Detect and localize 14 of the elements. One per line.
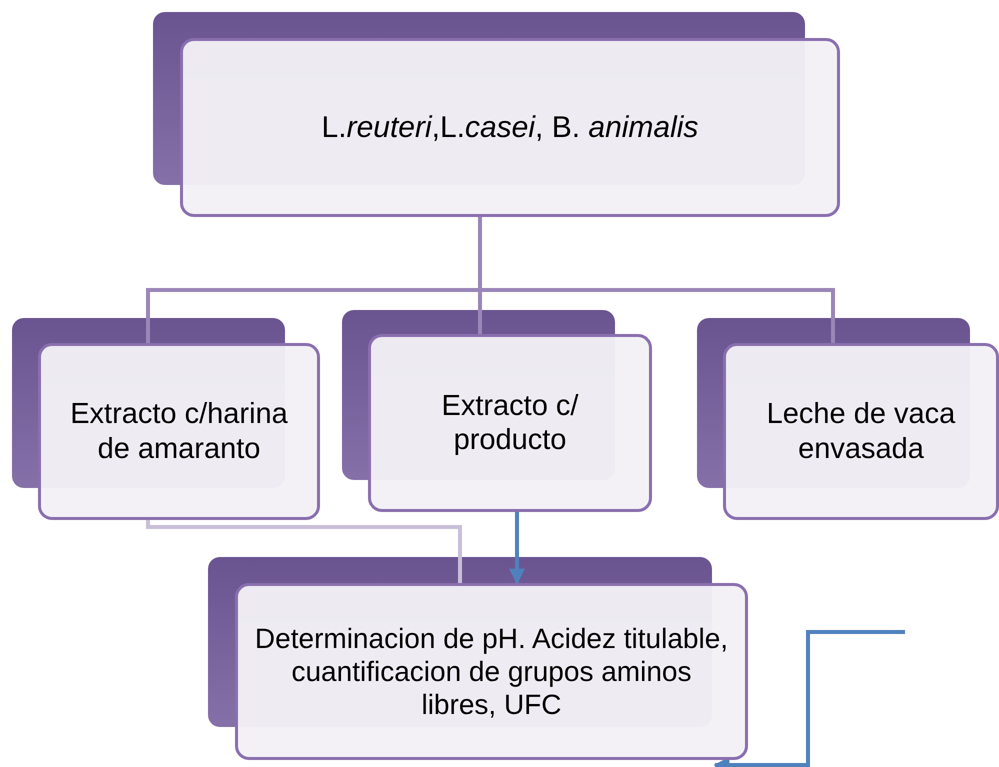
- box-label: L.reuteri,L.casei, B. animalis: [322, 110, 698, 146]
- arrow: [509, 512, 525, 585]
- process-box: [368, 334, 652, 512]
- connector-line: [478, 217, 835, 343]
- box-label: Leche de vaca envasada: [766, 397, 956, 466]
- box-label: Extracto c/ producto: [440, 388, 580, 458]
- process-box: [38, 343, 320, 520]
- arrow: [713, 630, 905, 767]
- connector-line: [146, 520, 462, 583]
- process-box: [723, 343, 999, 520]
- box-label: Extracto c/harina de amaranto: [69, 397, 289, 466]
- process-box: [235, 583, 748, 760]
- box-label: Determinacion de pH. Acidez titulable, cuantificacion de grupos aminos libres, UFC: [254, 622, 730, 722]
- process-box: [180, 38, 840, 217]
